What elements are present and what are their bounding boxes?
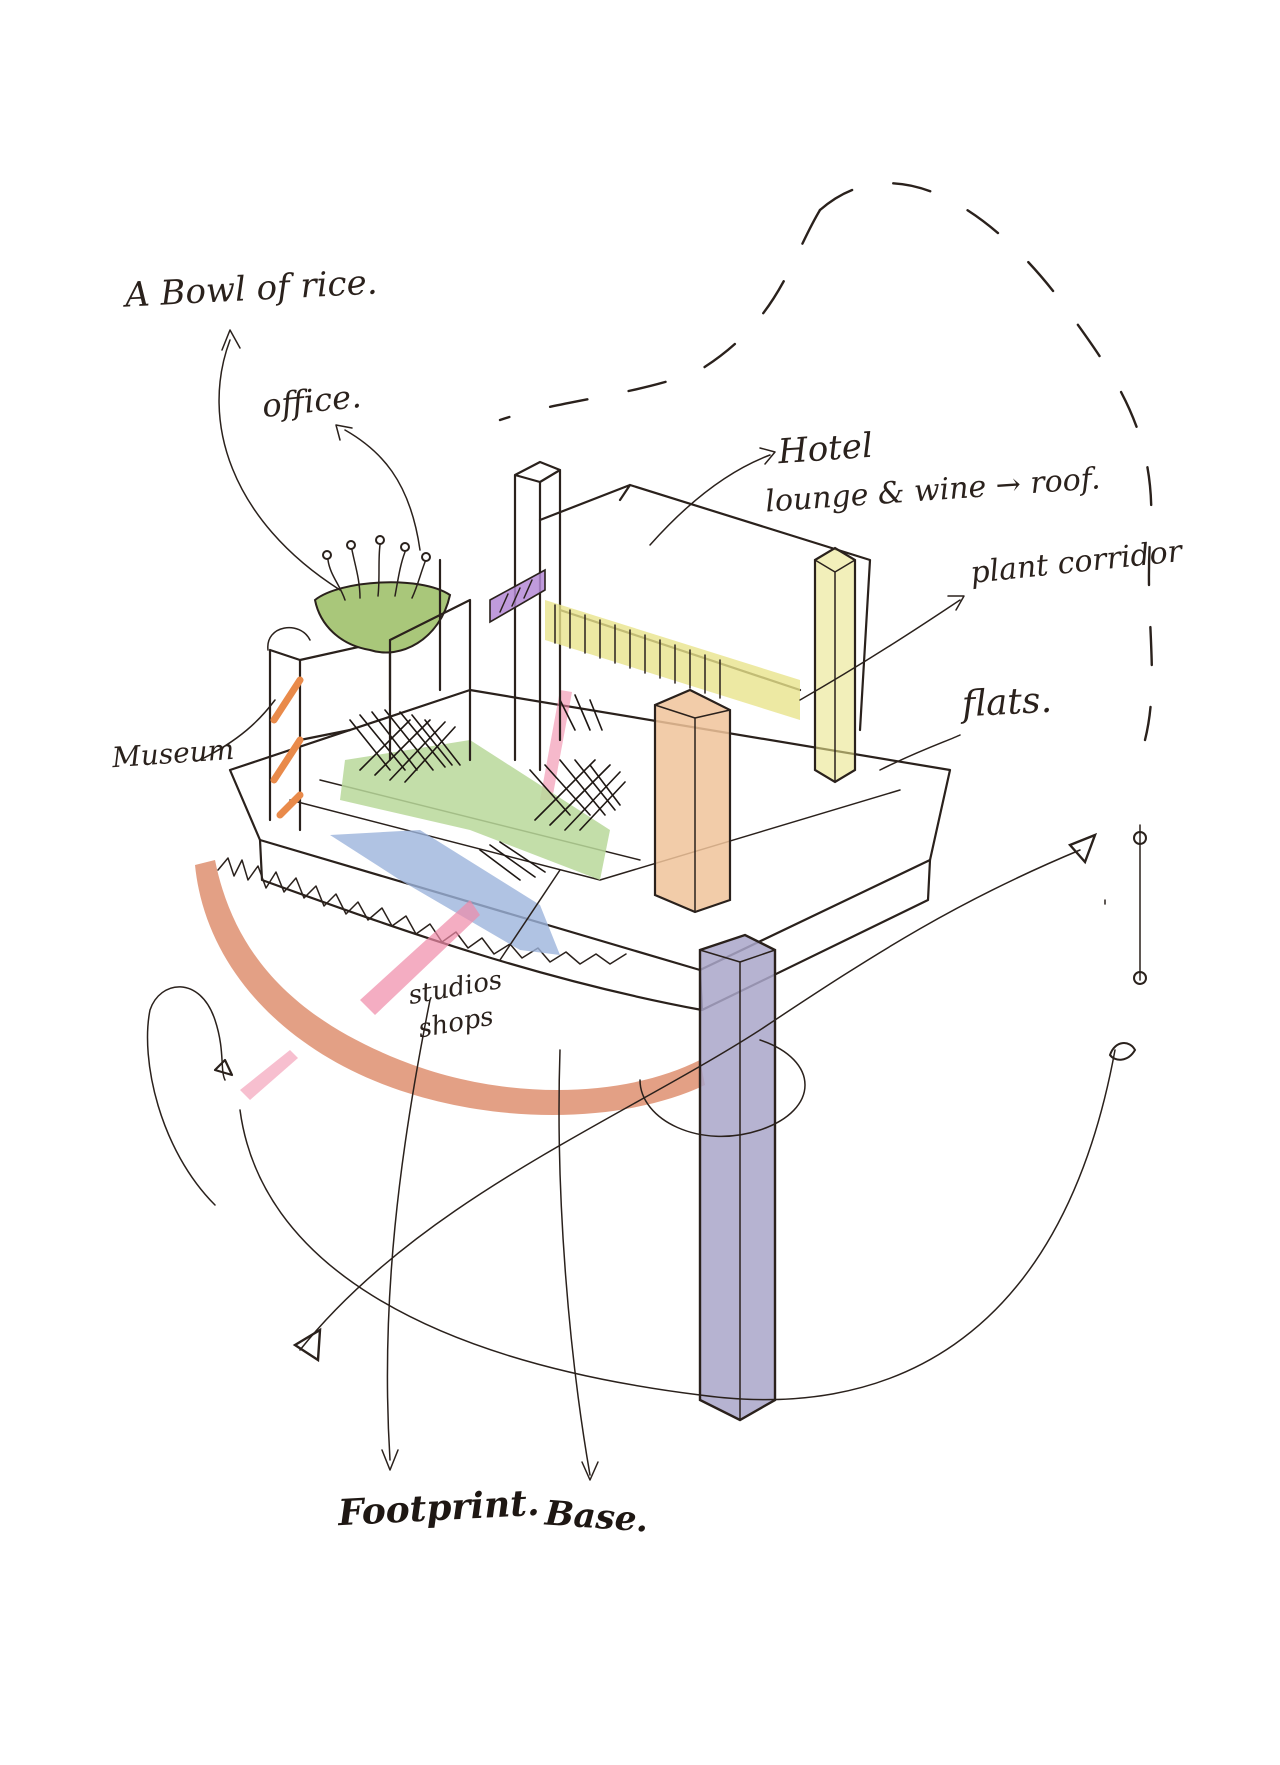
rice-bowl — [313, 581, 452, 654]
dashed-loop-line — [818, 181, 1154, 742]
label-hotel: Hotel — [776, 425, 875, 473]
arrow-bowl — [221, 329, 241, 351]
arrow-hotel — [759, 447, 776, 465]
leader-museum — [199, 699, 276, 761]
triangle-marker-right — [1067, 832, 1098, 865]
line-to-footprint — [386, 999, 431, 1461]
scale-marker-bottom — [1133, 971, 1147, 985]
leader-plant — [799, 599, 961, 701]
label-museum: Museum — [110, 732, 236, 775]
pink-accent-1 — [360, 900, 480, 1015]
pink-accent-3 — [540, 690, 572, 800]
scale-marker-top — [1133, 831, 1147, 845]
triangle-marker-lower — [292, 1327, 322, 1363]
loop-left-arrow — [213, 1058, 234, 1077]
loop-big-lower — [239, 1049, 1116, 1401]
plant-corridor-fill — [545, 600, 800, 720]
arrow-footprint — [381, 1449, 399, 1471]
arrow-base — [581, 1461, 599, 1481]
label-flats: flats. — [960, 679, 1053, 726]
plant-corridor-hatch — [554, 604, 721, 699]
dashed-loop-line-2 — [498, 208, 822, 422]
rice-stems — [327, 544, 426, 601]
eye-marker — [1108, 1042, 1137, 1061]
courtyard-trees — [349, 694, 626, 881]
label-footprint: Footprint. — [337, 1481, 541, 1535]
line-to-base — [558, 1049, 591, 1476]
lounge-purple-band — [489, 568, 546, 624]
museum-orange-stripes — [270, 676, 304, 819]
orange-tower-edge — [654, 704, 731, 913]
loop-around-tower — [639, 1039, 806, 1138]
hotel-tower — [513, 460, 562, 772]
blue-tower-edge — [699, 949, 776, 1421]
rice-grains — [322, 535, 431, 562]
museum-dome — [267, 626, 311, 651]
leader-studios — [499, 869, 561, 961]
pink-accent-2 — [240, 1050, 298, 1100]
courtyard-garden — [340, 740, 610, 880]
water-channel — [330, 830, 560, 955]
lounge-band-hatch — [499, 579, 533, 613]
blue-tower — [698, 933, 777, 1422]
leader-flats — [879, 734, 961, 771]
office-block — [388, 558, 472, 762]
label-base: Base. — [543, 1493, 650, 1541]
leader-hotel — [649, 454, 771, 546]
ring-base-fill — [195, 860, 705, 1115]
arrow-office — [335, 424, 353, 441]
arrow-plant — [947, 595, 965, 611]
orange-tower — [653, 688, 732, 914]
loop-left — [146, 986, 226, 1206]
leader-bowl — [218, 339, 341, 591]
leader-office — [344, 429, 421, 551]
flats-tower-edge — [814, 559, 856, 783]
label-office: office. — [260, 376, 363, 426]
loop-to-triangle — [299, 849, 1081, 1351]
